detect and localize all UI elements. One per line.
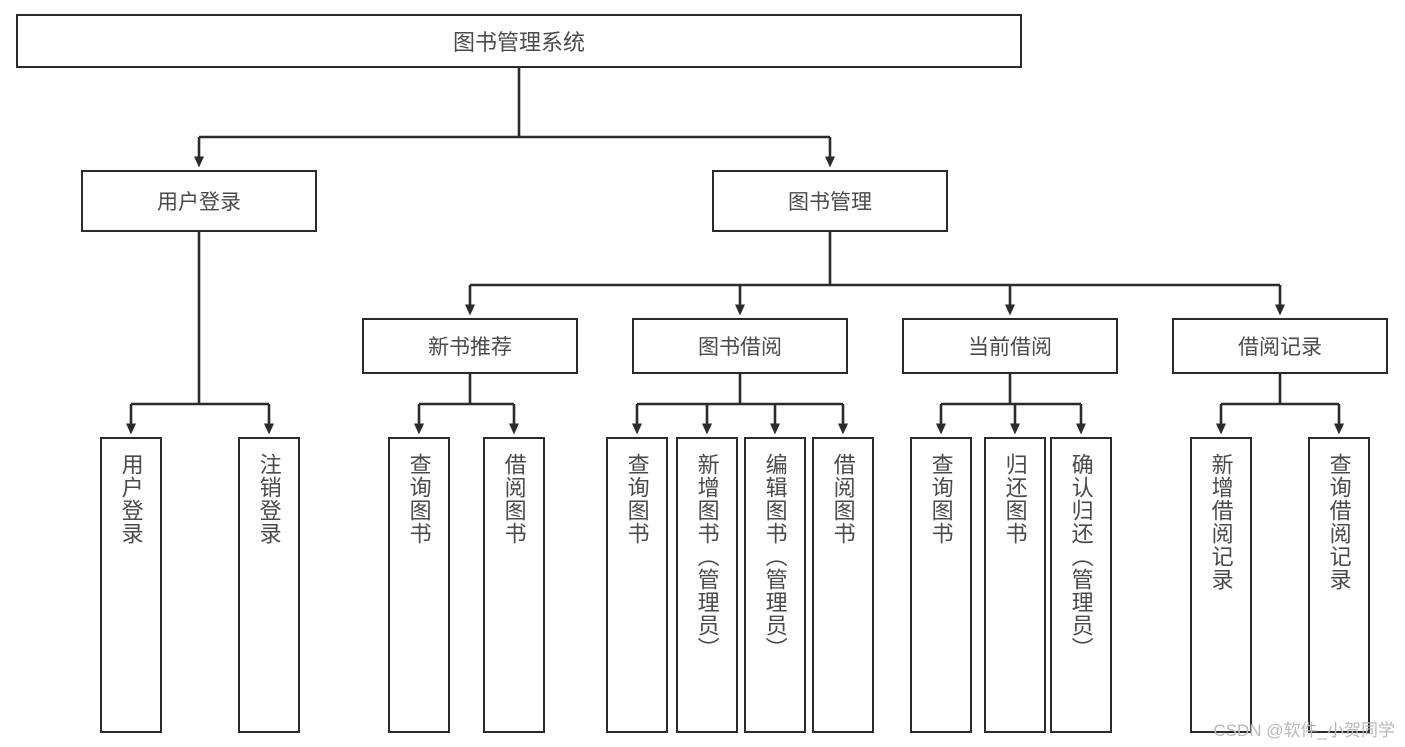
node-leaf-user-logout: 注销登录 bbox=[238, 437, 300, 733]
node-label: 查询图书 bbox=[406, 453, 432, 545]
node-label: 图书借阅 bbox=[698, 336, 782, 359]
node-new-book-rec: 新书推荐 bbox=[362, 318, 578, 374]
node-label: 查询图书 bbox=[624, 453, 650, 545]
node-label: 用户登录 bbox=[118, 453, 144, 545]
node-label: 编辑图书（管理员） bbox=[762, 453, 788, 660]
node-label: 图书管理系统 bbox=[452, 30, 585, 55]
node-label: 新增借阅记录 bbox=[1208, 453, 1234, 591]
node-label: 查询图书 bbox=[928, 453, 954, 545]
node-book-borrow: 图书借阅 bbox=[632, 318, 848, 374]
node-label: 归还图书 bbox=[1002, 453, 1028, 545]
watermark: CSDN @软件_小贺同学 bbox=[1213, 721, 1395, 740]
node-label: 确认归还（管理员） bbox=[1068, 453, 1094, 660]
node-user-login: 用户登录 bbox=[81, 170, 317, 232]
node-label: 借阅记录 bbox=[1238, 336, 1322, 359]
node-label: 用户登录 bbox=[157, 191, 241, 214]
node-leaf-borrow-edit: 编辑图书（管理员） bbox=[744, 437, 806, 733]
node-label: 当前借阅 bbox=[968, 336, 1052, 359]
node-label: 新增图书（管理员） bbox=[694, 453, 720, 660]
node-label: 查询借阅记录 bbox=[1326, 453, 1352, 591]
node-label: 图书管理 bbox=[788, 191, 872, 214]
node-leaf-rec-borrow: 借阅图书 bbox=[483, 437, 545, 733]
node-leaf-borrow-lend: 借阅图书 bbox=[812, 437, 874, 733]
node-current-borrow: 当前借阅 bbox=[902, 318, 1118, 374]
node-leaf-user-login: 用户登录 bbox=[100, 437, 162, 733]
node-leaf-cur-confirm: 确认归还（管理员） bbox=[1050, 437, 1112, 733]
node-leaf-cur-return: 归还图书 bbox=[984, 437, 1046, 733]
node-leaf-borrow-query: 查询图书 bbox=[606, 437, 668, 733]
node-leaf-cur-query: 查询图书 bbox=[910, 437, 972, 733]
node-leaf-rec-add: 新增借阅记录 bbox=[1190, 437, 1252, 733]
node-leaf-rec-query2: 查询借阅记录 bbox=[1308, 437, 1370, 733]
node-label: 新书推荐 bbox=[428, 336, 512, 359]
node-label: 注销登录 bbox=[256, 453, 282, 545]
node-label: 借阅图书 bbox=[501, 453, 527, 545]
node-label: 借阅图书 bbox=[830, 453, 856, 545]
node-borrow-record: 借阅记录 bbox=[1172, 318, 1388, 374]
node-leaf-borrow-add: 新增图书（管理员） bbox=[676, 437, 738, 733]
node-book-manage: 图书管理 bbox=[712, 170, 948, 232]
node-root: 图书管理系统 bbox=[16, 14, 1022, 68]
node-leaf-rec-query: 查询图书 bbox=[388, 437, 450, 733]
